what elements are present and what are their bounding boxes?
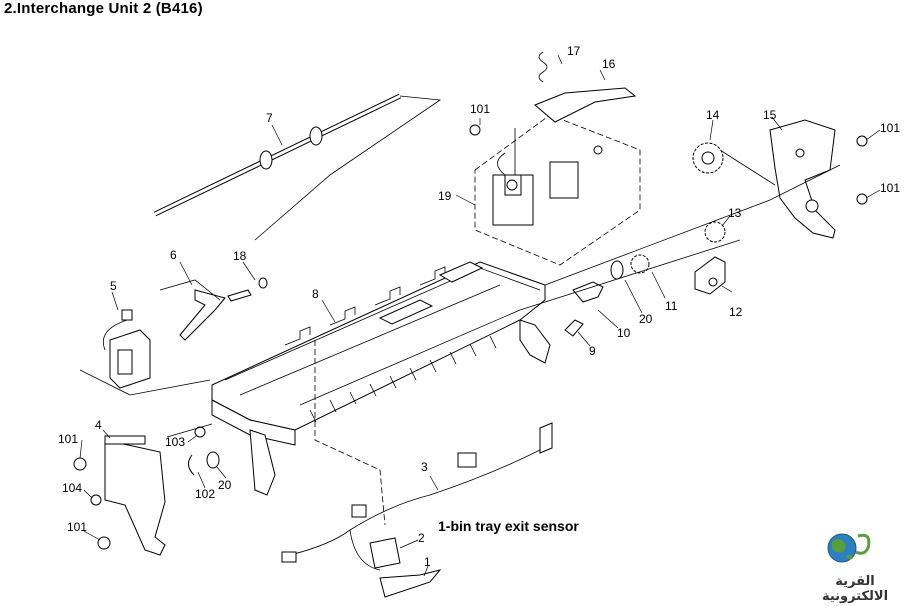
lever-part-6	[159, 261, 268, 341]
solenoid-part-5	[79, 291, 211, 396]
callout-104: 104	[62, 481, 82, 495]
harness-part-3	[281, 422, 553, 571]
solenoid-assembly-part-19	[455, 114, 641, 266]
bracket-part-10	[572, 281, 619, 329]
callout-20-left: 20	[218, 478, 232, 492]
actuator-part-1	[379, 565, 442, 598]
actuator-part-9	[564, 319, 591, 347]
callout-13: 13	[728, 206, 742, 220]
page-title: 2.Interchange Unit 2 (B416)	[4, 0, 203, 17]
callout-8: 8	[312, 287, 319, 301]
gear-part-11	[630, 254, 666, 299]
callout-102: 102	[195, 487, 215, 501]
callout-3: 3	[421, 460, 428, 474]
callout-101-left-bottom: 101	[67, 520, 87, 534]
callout-103: 103	[165, 435, 185, 449]
link-part-16	[534, 51, 637, 123]
bushing-part-20-right	[610, 260, 643, 314]
callout-15: 15	[763, 108, 777, 122]
sensor-label: 1-bin tray exit sensor	[438, 518, 579, 534]
shaft-part-7	[153, 93, 442, 241]
callout-17: 17	[567, 44, 581, 58]
callout-5: 5	[110, 279, 117, 293]
sensor-part-2	[369, 537, 419, 569]
screw-part-101-left-bottom	[97, 536, 111, 550]
screw-part-101-right-bottom	[856, 193, 868, 205]
frame-part-8	[211, 261, 551, 496]
callout-101-top: 101	[470, 102, 490, 116]
callout-18: 18	[233, 249, 247, 263]
clip-part-104	[90, 494, 102, 506]
arm-part-12	[694, 256, 733, 295]
screw-part-103	[194, 426, 206, 438]
bracket-part-4	[102, 429, 166, 556]
callout-101-left-top: 101	[58, 432, 78, 446]
callout-9: 9	[589, 344, 596, 358]
gear-part-14	[692, 119, 724, 174]
screw-part-101-right-top	[856, 135, 868, 147]
callout-101-right-top: 101	[880, 121, 900, 135]
callout-11: 11	[665, 299, 678, 313]
callout-1: 1	[424, 555, 431, 569]
callout-6: 6	[170, 248, 177, 262]
callout-10: 10	[617, 326, 631, 340]
callout-12: 12	[729, 305, 743, 319]
callout-7: 7	[266, 111, 273, 125]
globe-logo-icon	[827, 533, 871, 563]
callout-20-right: 20	[639, 312, 653, 326]
callout-4: 4	[95, 418, 102, 432]
callout-19: 19	[438, 189, 452, 203]
callout-2: 2	[418, 531, 425, 545]
gear-part-13	[704, 215, 731, 243]
clip-part-102	[188, 454, 195, 476]
callout-101-right-bottom: 101	[880, 181, 900, 195]
screw-part-101-left-top	[73, 457, 87, 471]
callout-16: 16	[602, 57, 616, 71]
logo-text: القرية الالكترونية	[821, 574, 889, 604]
callout-14: 14	[706, 108, 720, 122]
bushing-part-20-left	[206, 451, 220, 469]
bracket-part-15	[719, 116, 836, 239]
